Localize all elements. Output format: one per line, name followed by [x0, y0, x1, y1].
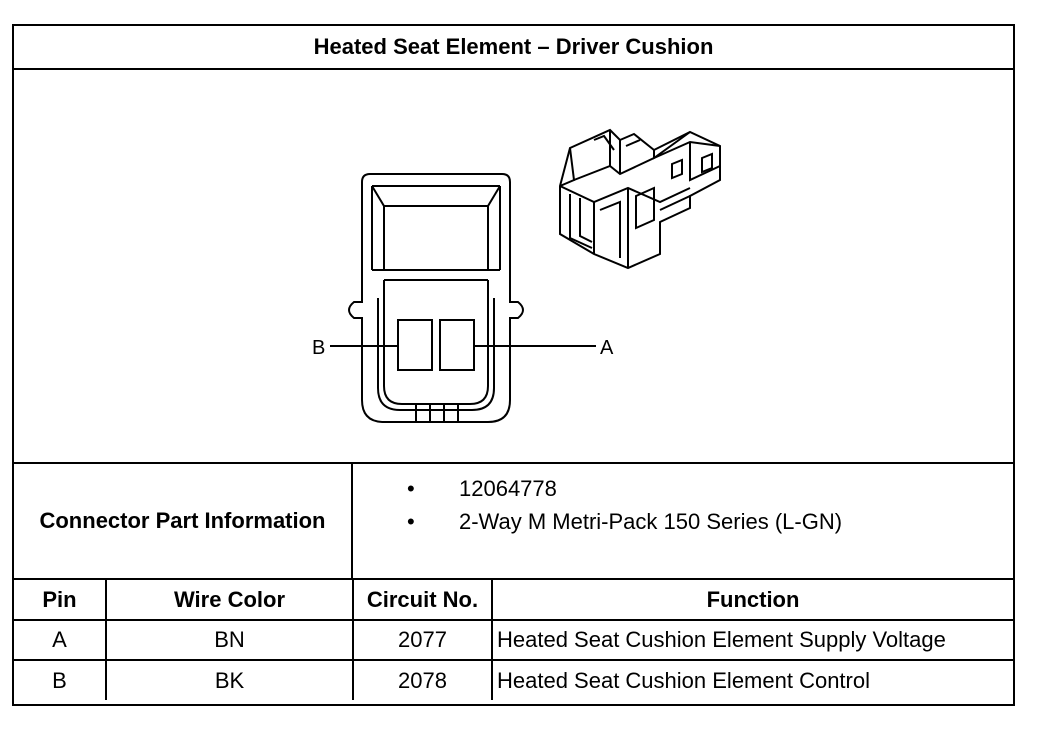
- cell-pin: B: [14, 659, 107, 700]
- pin-b-callout: B: [312, 337, 325, 359]
- header-wire-color: Wire Color: [105, 580, 354, 621]
- connector-diagram: B A: [312, 128, 721, 423]
- header-function: Function: [491, 580, 1013, 621]
- connector-part-info-list: • 12064778 • 2-Way M Metri-Pack 150 Seri…: [353, 464, 1013, 578]
- connector-part-info-label: Connector Part Information: [14, 464, 353, 578]
- connector-description: 2-Way M Metri-Pack 150 Series (L-GN): [459, 509, 843, 534]
- cell-function: Heated Seat Cushion Element Control: [491, 659, 1013, 700]
- connector-drawing-area: B A: [14, 70, 1013, 464]
- cell-circuit-no: 2077: [352, 619, 493, 661]
- cell-wire-color: BK: [105, 659, 354, 700]
- header-pin: Pin: [14, 580, 107, 621]
- pin-a-callout: A: [600, 337, 614, 359]
- part-number: 12064778: [459, 476, 557, 501]
- connector-part-info-row: Connector Part Information • 12064778 • …: [14, 464, 1013, 580]
- bullet-icon: •: [407, 509, 415, 534]
- document-title: Heated Seat Element – Driver Cushion: [14, 26, 1013, 70]
- table-header-row: Pin Wire Color Circuit No. Function: [14, 580, 1013, 621]
- pin-table: Pin Wire Color Circuit No. Function A BN…: [14, 580, 1013, 700]
- connector-face-view: [330, 173, 596, 423]
- table-row: B BK 2078 Heated Seat Cushion Element Co…: [14, 659, 1013, 700]
- connector-document: Heated Seat Element – Driver Cushion B: [12, 24, 1015, 706]
- table-row: A BN 2077 Heated Seat Cushion Element Su…: [14, 619, 1013, 661]
- connector-isometric-view: [559, 128, 721, 270]
- bullet-icon: •: [407, 476, 415, 501]
- cell-circuit-no: 2078: [352, 659, 493, 700]
- cell-wire-color: BN: [105, 619, 354, 661]
- header-circuit-no: Circuit No.: [352, 580, 493, 621]
- cell-pin: A: [14, 619, 107, 661]
- cell-function: Heated Seat Cushion Element Supply Volta…: [491, 619, 1013, 661]
